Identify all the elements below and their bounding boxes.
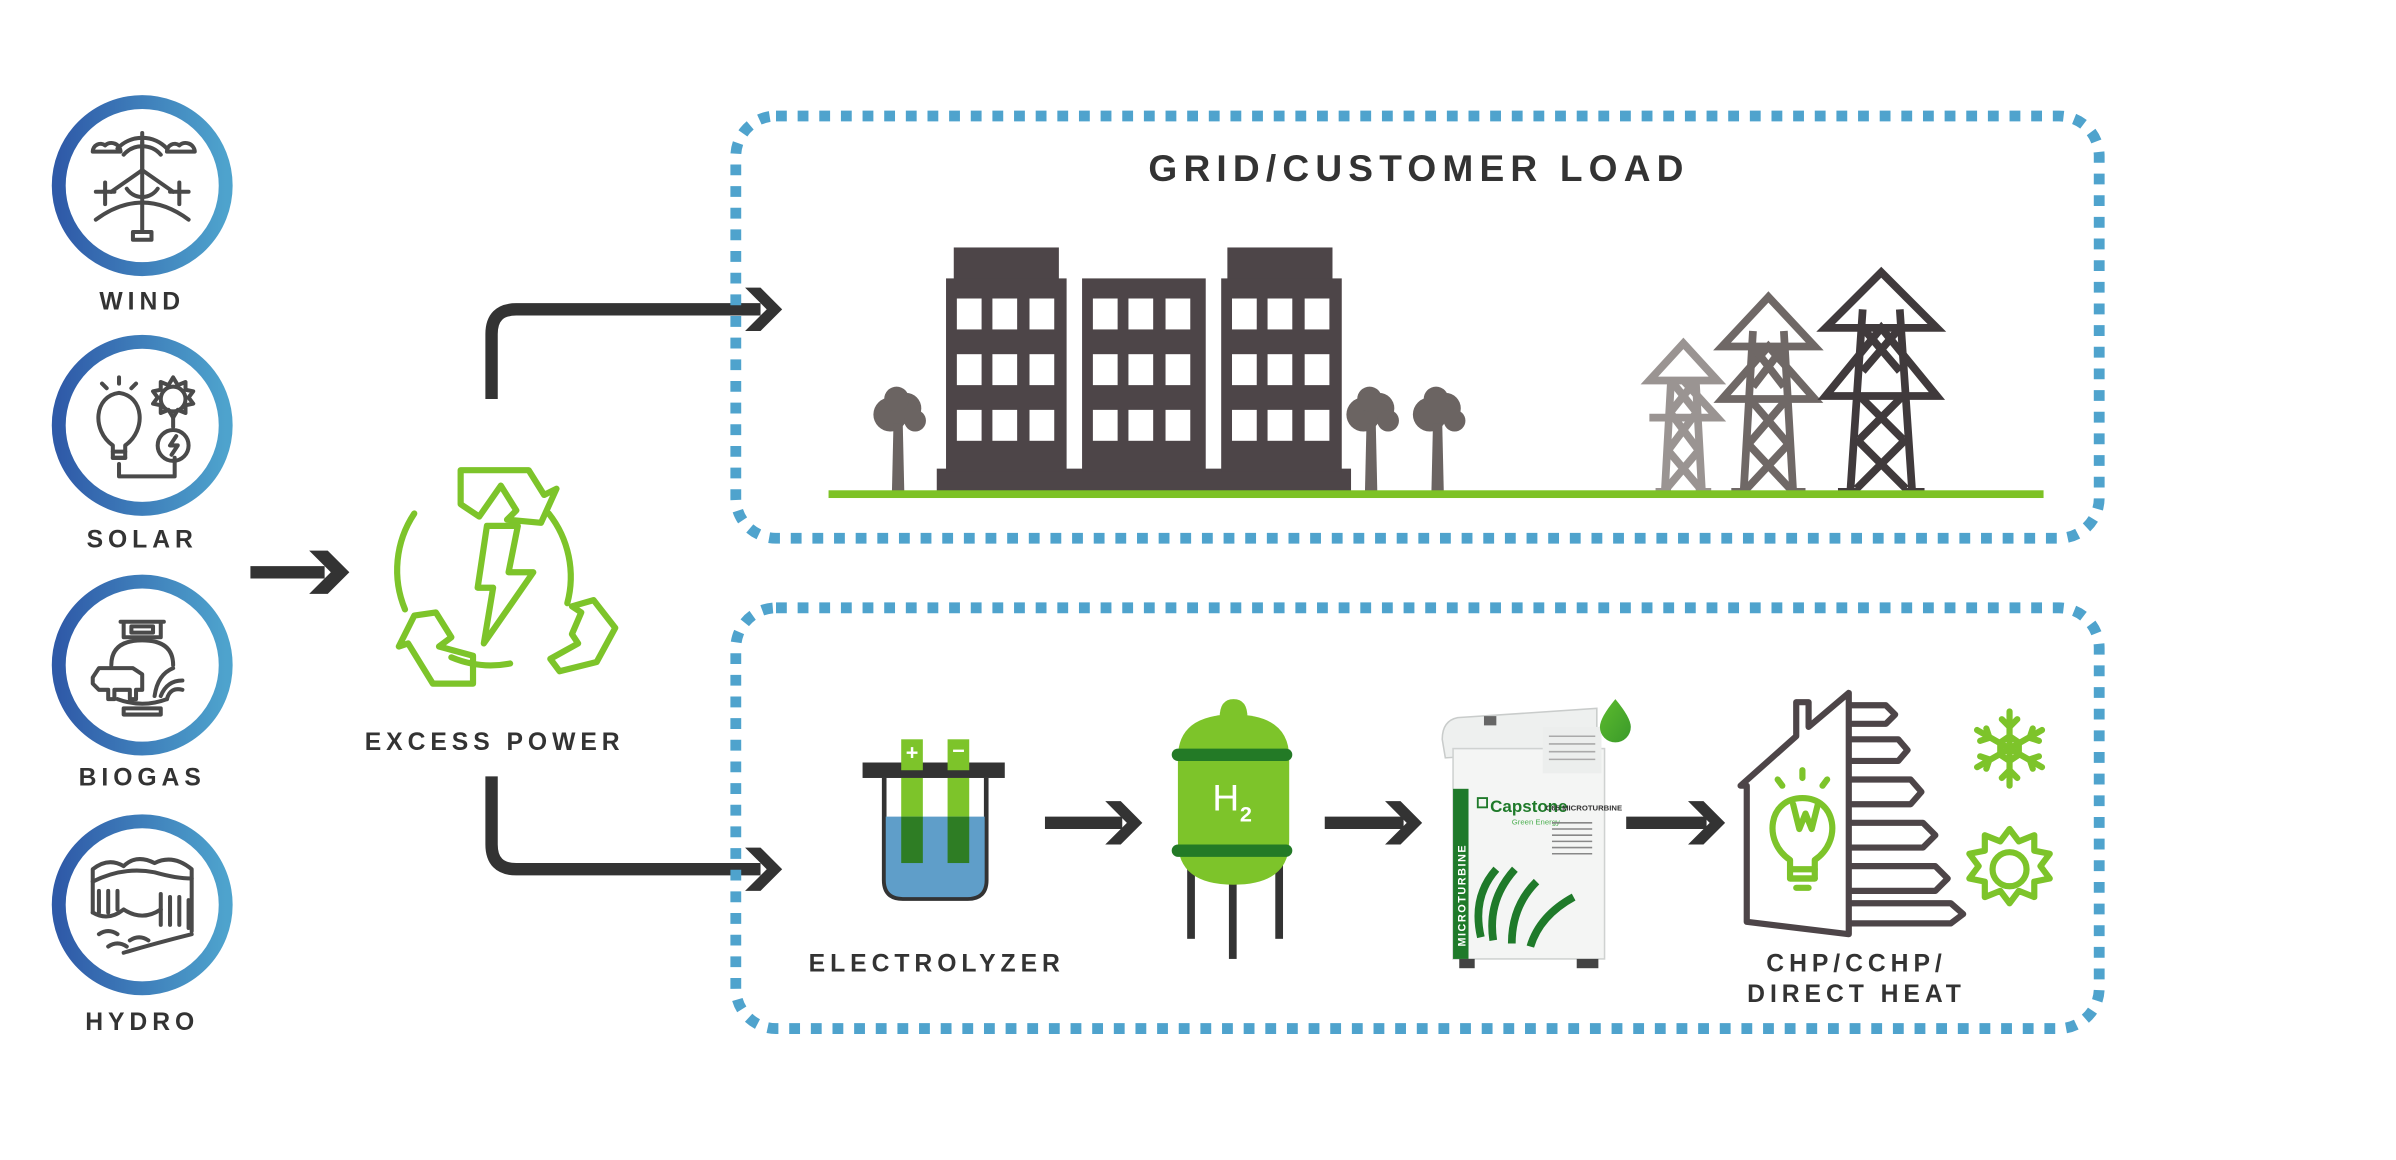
hydrogen-tank-icon: H 2 <box>1171 699 1293 959</box>
building-window <box>1232 354 1257 386</box>
source-label: HYDRO <box>85 1009 199 1036</box>
arrow-sources-to-excess <box>250 550 350 594</box>
step-h2-tank: H 2 <box>1171 699 1293 959</box>
arrow-excess-to-electrolyzer <box>485 776 783 891</box>
building-window <box>1128 298 1154 330</box>
source-hydro: HYDRO <box>51 814 233 1036</box>
grid-load-title: GRID/CUSTOMER LOAD <box>1148 147 1689 189</box>
hydrogen-pathway-box: + − ELECTROLYZER H 2 <box>730 602 2105 1034</box>
building-window <box>1232 409 1257 441</box>
building-window <box>1128 354 1154 386</box>
microturbine-brand: Capstone <box>1490 797 1567 816</box>
building-window <box>1165 354 1191 386</box>
microturbine-side-text: MICROTURBINE <box>1456 844 1468 947</box>
step-microturbine: MICROTURBINE Capstone Green Energy C65 M… <box>1441 699 1631 969</box>
electrolyzer-icon: + − <box>862 738 1005 901</box>
electrolyzer-label: ELECTROLYZER <box>809 950 1065 977</box>
building-window <box>1165 298 1191 330</box>
h2-symbol: H <box>1212 776 1239 818</box>
building-window <box>1029 409 1055 441</box>
building-window <box>1029 298 1055 330</box>
transmission-tower-icon <box>1816 266 1947 496</box>
chp-label-line2: DIRECT HEAT <box>1747 981 1966 1008</box>
source-label: SOLAR <box>87 527 198 554</box>
building-window <box>1092 354 1118 386</box>
grid-load-box: GRID/CUSTOMER LOAD <box>730 110 2105 544</box>
h2-subscript: 2 <box>1240 801 1252 826</box>
transmission-tower-icon <box>1640 337 1727 496</box>
building-window <box>1128 409 1154 441</box>
microturbine-icon: MICROTURBINE Capstone Green Energy C65 M… <box>1441 699 1631 969</box>
building-window <box>1267 354 1293 386</box>
building-window <box>956 409 982 441</box>
transmission-tower-icon <box>1713 291 1824 496</box>
source-ring <box>51 95 233 277</box>
building-window <box>1304 409 1330 441</box>
source-label: WIND <box>99 288 185 315</box>
biogas-cow-icon <box>90 619 185 717</box>
snowflake-icon <box>1973 708 2046 789</box>
building-window <box>992 409 1018 441</box>
grass-ground-line <box>828 490 2044 499</box>
building-window <box>1304 298 1330 330</box>
building-window <box>1165 409 1191 441</box>
building-window <box>1092 409 1118 441</box>
tree-icon <box>1412 386 1466 492</box>
building-window <box>992 298 1018 330</box>
sun-heat-icon <box>1966 825 2053 907</box>
source-solar: SOLAR <box>51 334 233 554</box>
trees <box>873 386 1466 492</box>
building-window <box>992 354 1018 386</box>
source-label: BIOGAS <box>79 765 206 792</box>
building-window <box>956 298 982 330</box>
dashed-border <box>730 110 2105 544</box>
excess-power-node: EXCESS POWER <box>365 467 625 756</box>
excess-power-label: EXCESS POWER <box>365 729 625 756</box>
source-ring <box>51 574 233 756</box>
arrow-excess-to-grid <box>485 287 783 400</box>
building-windows <box>956 298 1330 441</box>
electrode-positive-label: + <box>906 739 919 764</box>
microturbine-model: C65 MICROTURBINE <box>1546 803 1622 812</box>
house-energy-rating-icon <box>1737 689 1967 938</box>
solar-bulb-icon <box>96 375 196 479</box>
recycle-lightning-icon <box>394 467 619 687</box>
building-window <box>1029 354 1055 386</box>
building-window <box>956 354 982 386</box>
wind-turbine-icon <box>90 131 197 242</box>
source-wind: WIND <box>51 95 233 315</box>
tree-icon <box>873 386 926 492</box>
arrow-electrolyzer-to-tank <box>1044 801 1143 845</box>
hydro-dam-icon <box>90 857 194 955</box>
building-window <box>1304 354 1330 386</box>
building-window <box>1267 409 1293 441</box>
arrow-tank-to-microturbine <box>1324 801 1423 845</box>
step-electrolyzer: + − ELECTROLYZER <box>809 738 1065 977</box>
source-biogas: BIOGAS <box>51 574 233 792</box>
chp-label-line1: CHP/CCHP/ <box>1766 950 1946 977</box>
building-window <box>1267 298 1293 330</box>
dashed-border <box>730 602 2105 1034</box>
step-chp: CHP/CCHP/ DIRECT HEAT <box>1737 689 2053 1008</box>
microturbine-brand-sub: Green Energy <box>1512 817 1560 826</box>
office-buildings <box>936 247 1352 492</box>
electrode-negative-label: − <box>952 738 965 763</box>
transmission-towers <box>1640 266 1947 496</box>
arrow-microturbine-to-chp <box>1626 801 1726 845</box>
building-window <box>1092 298 1118 330</box>
source-ring <box>51 814 233 996</box>
tree-icon <box>1346 386 1399 492</box>
source-ring <box>51 334 233 516</box>
building-window <box>1232 298 1257 330</box>
